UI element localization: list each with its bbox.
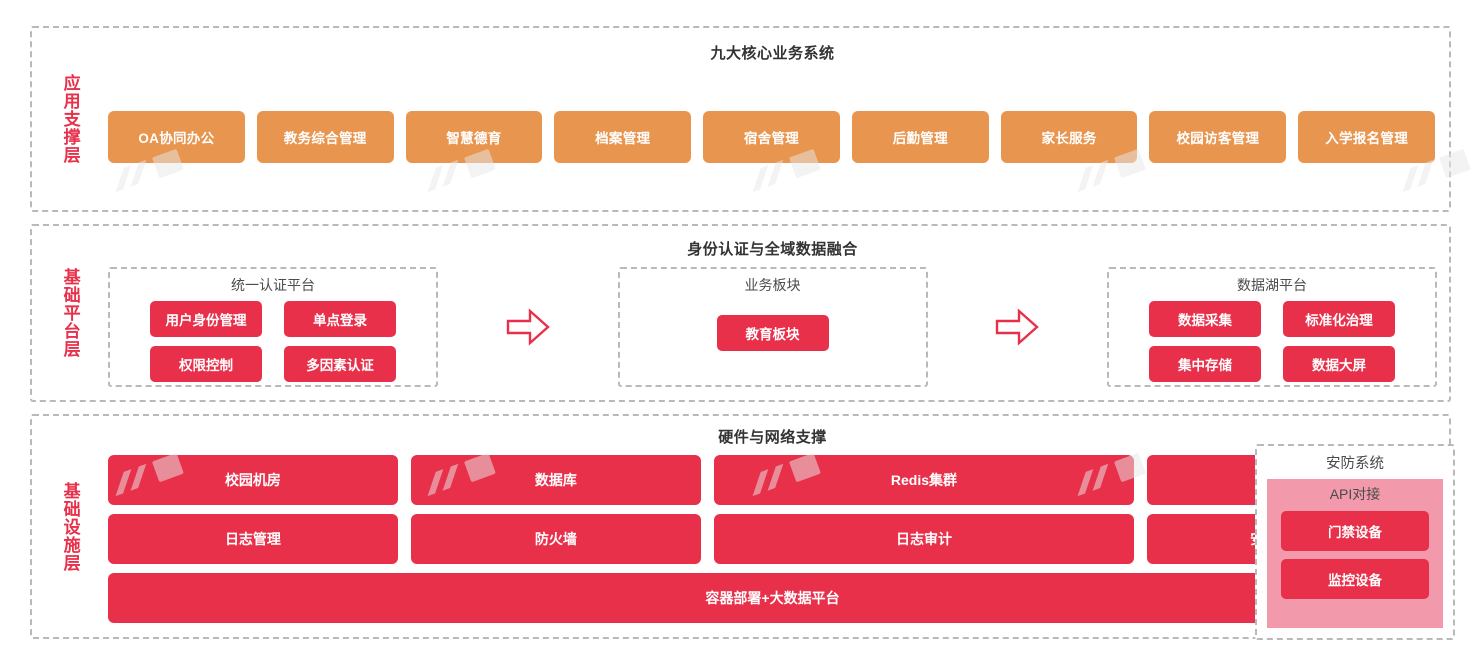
application-chip-row: OA协同办公 教务综合管理 智慧德育 档案管理 宿舍管理 后勤管理 家长服务 校… xyxy=(108,63,1437,210)
app-chip-dormitory-management[interactable]: 宿舍管理 xyxy=(703,110,840,163)
app-chip-parent-service[interactable]: 家长服务 xyxy=(1000,110,1138,163)
layer-base-platform: 基础平台层 身份认证与全域数据融合 统一认证平台 用户身份管理 单点登录 权限控… xyxy=(30,224,1451,402)
layer-body-infrastructure: 硬件与网络支撑 校园机房 数据库 Redis集群 性能监控 日志管理 防火墙 日… xyxy=(108,416,1455,640)
infrastructure-content: 校园机房 数据库 Redis集群 性能监控 日志管理 防火墙 日志审计 安全等级… xyxy=(108,447,1438,637)
panel-title-data-lake-platform: 数据湖平台 xyxy=(1237,276,1307,293)
infrastructure-grid: 校园机房 数据库 Redis集群 性能监控 日志管理 防火墙 日志审计 安全等级… xyxy=(108,455,1438,623)
heading-identity-and-data-fusion: 身份认证与全域数据融合 xyxy=(687,241,858,258)
layer-application-support: 应用支撑层 九大核心业务系统 OA协同办公 教务综合管理 智慧德育 档案管理 宿… xyxy=(30,26,1451,212)
pill-permission-control[interactable]: 权限控制 xyxy=(150,345,262,382)
panel-title-security-system: 安防系统 xyxy=(1326,456,1384,472)
panel-security-system: 安防系统 API对接 门禁设备 监控设备 xyxy=(1255,444,1455,640)
infra-box-redis-cluster[interactable]: Redis集群 xyxy=(713,455,1135,505)
app-chip-campus-visitor-management[interactable]: 校园访客管理 xyxy=(1149,110,1287,163)
api-integration-box: API对接 门禁设备 监控设备 xyxy=(1267,479,1443,628)
api-integration-title: API对接 xyxy=(1329,486,1381,502)
layer-label-application-support: 应用支撑层 xyxy=(60,74,80,164)
heading-hardware-and-network-support: 硬件与网络支撑 xyxy=(718,429,827,446)
infrastructure-row-3: 容器部署+大数据平台 xyxy=(108,573,1437,623)
pill-data-dashboard[interactable]: 数据大屏 xyxy=(1283,345,1395,382)
panel-data-lake-platform: 数据湖平台 数据采集 标准化治理 集中存储 数据大屏 xyxy=(1107,266,1437,387)
infrastructure-row-2: 日志管理 防火墙 日志审计 安全等级保护 xyxy=(108,514,1438,564)
layer-label-infrastructure: 基础设施层 xyxy=(60,481,80,572)
pill-centralized-storage[interactable]: 集中存储 xyxy=(1149,345,1261,382)
pill-data-collection[interactable]: 数据采集 xyxy=(1149,300,1261,337)
panel-grid-data-lake-platform: 数据采集 标准化治理 集中存储 数据大屏 xyxy=(1149,300,1395,382)
layer-label-base-platform: 基础平台层 xyxy=(60,268,80,358)
panel-grid-unified-auth-platform: 用户身份管理 单点登录 权限控制 多因素认证 xyxy=(150,300,396,382)
panel-title-business-module: 业务板块 xyxy=(744,276,801,293)
pill-multi-factor-auth[interactable]: 多因素认证 xyxy=(284,345,396,382)
infra-box-container-bigdata-platform[interactable]: 容器部署+大数据平台 xyxy=(108,573,1437,623)
infrastructure-row-1: 校园机房 数据库 Redis集群 性能监控 xyxy=(108,455,1438,505)
arrow-right-icon-2 xyxy=(989,307,1045,347)
app-chip-academic-affairs[interactable]: 教务综合管理 xyxy=(256,110,394,163)
layer-infrastructure: 基础设施层 硬件与网络支撑 校园机房 数据库 Redis集群 性能监控 日志管理… xyxy=(30,414,1455,640)
infra-box-log-audit[interactable]: 日志审计 xyxy=(713,514,1135,564)
panel-title-unified-auth-platform: 统一认证平台 xyxy=(231,276,315,293)
infra-box-log-management[interactable]: 日志管理 xyxy=(108,514,398,564)
app-chip-logistics-management[interactable]: 后勤管理 xyxy=(851,110,989,163)
pill-education-module[interactable]: 教育板块 xyxy=(716,314,829,351)
app-chip-oa[interactable]: OA协同办公 xyxy=(108,110,245,163)
app-chip-archive-management[interactable]: 档案管理 xyxy=(554,110,692,163)
arrow-right-icon-1 xyxy=(500,307,556,347)
app-chip-enrollment-management[interactable]: 入学报名管理 xyxy=(1298,110,1436,163)
pill-user-identity-management[interactable]: 用户身份管理 xyxy=(150,300,262,337)
pill-single-sign-on[interactable]: 单点登录 xyxy=(284,300,396,337)
infra-box-campus-server-room[interactable]: 校园机房 xyxy=(108,455,398,505)
platform-panel-row: 统一认证平台 用户身份管理 单点登录 权限控制 多因素认证 xyxy=(108,259,1437,400)
pill-access-control-device[interactable]: 门禁设备 xyxy=(1281,511,1429,551)
layer-body-application-support: 九大核心业务系统 OA协同办公 教务综合管理 智慧德育 档案管理 宿舍管理 后勤… xyxy=(108,28,1449,210)
pill-surveillance-device[interactable]: 监控设备 xyxy=(1281,559,1429,599)
panel-unified-auth-platform: 统一认证平台 用户身份管理 单点登录 权限控制 多因素认证 xyxy=(108,266,438,387)
layer-body-base-platform: 身份认证与全域数据融合 统一认证平台 用户身份管理 单点登录 权限控制 多因素认… xyxy=(108,226,1449,400)
app-chip-smart-moral-education[interactable]: 智慧德育 xyxy=(405,110,543,163)
pill-standardized-governance[interactable]: 标准化治理 xyxy=(1283,300,1395,337)
infra-box-firewall[interactable]: 防火墙 xyxy=(410,514,701,564)
panel-business-module: 业务板块 教育板块 xyxy=(617,266,928,387)
heading-core-business-systems: 九大核心业务系统 xyxy=(710,45,835,62)
infra-box-database[interactable]: 数据库 xyxy=(410,455,701,505)
